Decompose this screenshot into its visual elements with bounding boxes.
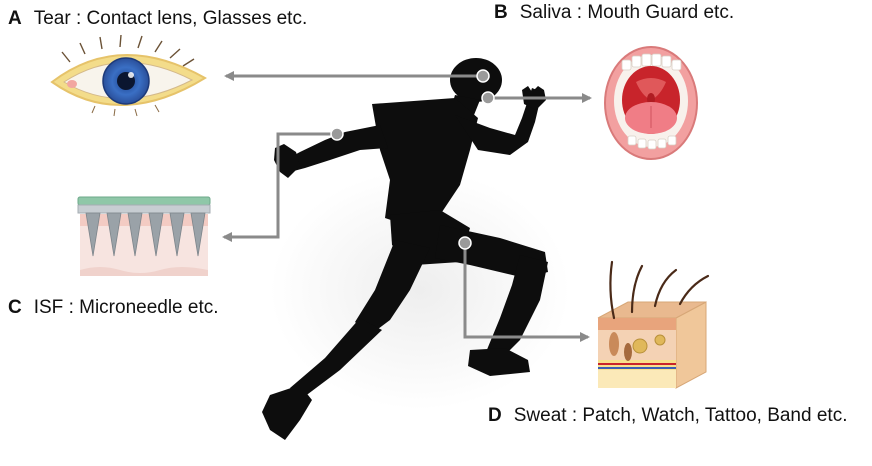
skin-section-icon [597, 260, 710, 389]
label-isf: C ISF : Microneedle etc. [8, 297, 219, 319]
label-tear: A Tear : Contact lens, Glasses etc. [8, 8, 307, 30]
eye-icon [50, 34, 207, 117]
arrow-tear [224, 69, 490, 83]
label-letter-a: A [8, 8, 22, 29]
arrow-saliva [481, 91, 592, 105]
mouth-icon [604, 46, 698, 160]
arrow-sweat [458, 236, 590, 342]
label-text-tear: Tear : Contact lens, Glasses etc. [33, 8, 308, 29]
label-letter-c: C [8, 297, 22, 318]
label-sweat: D Sweat : Patch, Watch, Tattoo, Band etc. [488, 405, 847, 427]
microneedle-icon [77, 196, 211, 276]
label-text-isf: ISF : Microneedle etc. [33, 297, 219, 318]
label-saliva: B Saliva : Mouth Guard etc. [494, 2, 734, 24]
arrow-isf [222, 127, 344, 242]
label-letter-b: B [494, 2, 508, 23]
label-text-saliva: Saliva : Mouth Guard etc. [519, 2, 735, 23]
label-letter-d: D [488, 405, 502, 426]
label-text-sweat: Sweat : Patch, Watch, Tattoo, Band etc. [513, 405, 848, 426]
